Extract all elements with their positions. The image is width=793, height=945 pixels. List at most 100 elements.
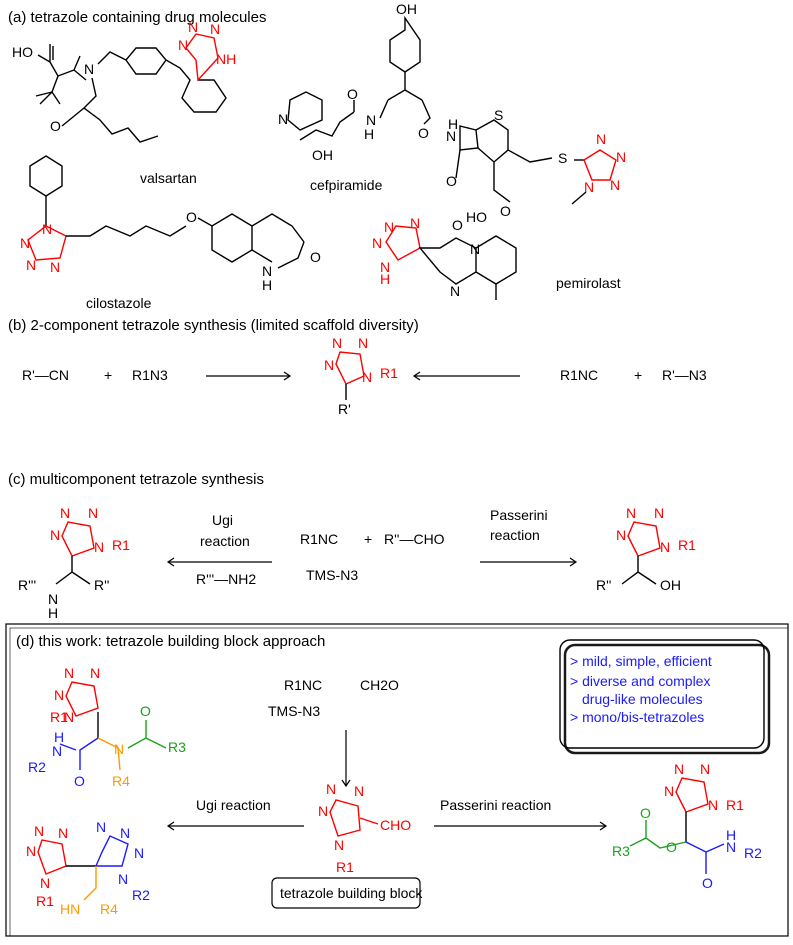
svg-text:N: N <box>334 837 344 853</box>
svg-text:N: N <box>596 131 606 147</box>
svg-text:R1: R1 <box>678 537 696 553</box>
svg-text:OH: OH <box>312 147 333 163</box>
c-ugi-label-2: reaction <box>200 533 250 549</box>
valsartan-label: valsartan <box>140 170 197 186</box>
b-plus-left: + <box>104 367 112 383</box>
svg-text:H: H <box>262 277 272 293</box>
svg-text:HO: HO <box>466 209 487 225</box>
svg-text:N: N <box>64 665 74 681</box>
building-block-label: tetrazole building block <box>280 885 423 901</box>
d-passerini-arrow <box>434 821 608 831</box>
svg-text:N: N <box>134 845 144 861</box>
svg-text:O: O <box>140 703 151 719</box>
svg-text:R'': R'' <box>596 577 611 593</box>
svg-text:N: N <box>42 221 52 237</box>
c-passerini-product: N N N N R1 R'' OH <box>596 505 696 593</box>
d-passerini-product: N N N N R1 O O R3 H N R2 O <box>612 761 762 891</box>
svg-text:OH: OH <box>396 1 417 17</box>
svg-text:N: N <box>64 709 74 725</box>
svg-text:N: N <box>26 257 36 273</box>
b-arrow-left <box>206 371 292 381</box>
svg-text:N: N <box>120 825 130 841</box>
d-passerini-label: Passerini reaction <box>440 797 551 813</box>
section-d-frame-shadow <box>9 627 789 937</box>
d-ugi-arrow <box>166 821 304 831</box>
svg-text:N: N <box>48 591 58 607</box>
svg-text:H: H <box>364 126 374 142</box>
svg-text:R1: R1 <box>336 859 354 875</box>
feature-box <box>559 639 765 749</box>
svg-text:R': R' <box>338 401 351 417</box>
svg-text:N: N <box>362 369 372 385</box>
feature-line-4: > mono/bis-tetrazoles <box>570 709 704 725</box>
building-block-cho: CHO <box>380 817 411 833</box>
svg-text:O: O <box>702 875 713 891</box>
svg-text:N: N <box>446 128 456 144</box>
svg-text:O: O <box>452 217 463 233</box>
svg-text:N: N <box>626 505 636 521</box>
svg-text:O: O <box>50 118 61 134</box>
svg-text:N: N <box>84 61 94 77</box>
feature-line-2: > diverse and complex <box>570 673 710 689</box>
section-c-title: (c) multicomponent tetrazole synthesis <box>8 471 264 488</box>
b-product-tetrazole: N N N N R1 R' <box>324 335 398 417</box>
svg-text:N: N <box>34 823 44 839</box>
svg-text:O: O <box>418 125 429 141</box>
svg-text:N: N <box>708 797 718 813</box>
svg-text:R1: R1 <box>112 537 130 553</box>
svg-text:N: N <box>118 871 128 887</box>
svg-text:O: O <box>446 173 457 189</box>
svg-text:N: N <box>366 112 376 128</box>
svg-text:H: H <box>448 116 458 132</box>
svg-text:O: O <box>500 203 511 219</box>
d-formaldehyde: CH2O <box>360 677 399 693</box>
svg-text:R1: R1 <box>36 893 54 909</box>
pemirolast-label: pemirolast <box>556 275 621 291</box>
svg-text:N: N <box>660 539 670 555</box>
svg-text:N: N <box>610 177 620 193</box>
c-isocyanide: R1NC <box>300 531 338 547</box>
svg-text:N: N <box>54 687 64 703</box>
svg-text:N: N <box>358 335 368 351</box>
svg-text:H: H <box>380 271 390 287</box>
svg-text:R3: R3 <box>612 843 630 859</box>
feature-line-1: > mild, simple, efficient <box>570 653 712 669</box>
section-a-title: (a) tetrazole containing drug molecules <box>8 9 266 26</box>
svg-text:N: N <box>52 743 62 759</box>
svg-text:R1: R1 <box>380 365 398 381</box>
c-ugi-label: Ugi <box>212 512 233 528</box>
svg-text:S: S <box>494 107 503 123</box>
svg-text:O: O <box>310 249 321 265</box>
svg-text:N: N <box>58 825 68 841</box>
svg-text:N: N <box>210 21 220 37</box>
svg-text:N: N <box>114 741 124 757</box>
svg-text:R2: R2 <box>744 845 762 861</box>
c-ugi-arrow <box>166 557 272 567</box>
svg-text:N: N <box>616 149 626 165</box>
c-passerini-arrow <box>480 557 578 567</box>
c-passerini-label: Passerini <box>490 507 548 523</box>
svg-text:N: N <box>410 215 420 231</box>
d-ugi-label: Ugi reaction <box>196 797 271 813</box>
svg-text:R1: R1 <box>50 709 68 725</box>
b-plus-right: + <box>634 367 642 383</box>
svg-text:N: N <box>324 357 334 373</box>
svg-text:N: N <box>188 19 198 35</box>
svg-text:H: H <box>54 729 64 745</box>
svg-text:R'': R'' <box>94 577 109 593</box>
svg-text:O: O <box>186 209 197 225</box>
svg-text:R3: R3 <box>168 739 186 755</box>
d-down-arrow <box>341 730 351 788</box>
c-ugi-product: N N N N R1 R''' N H R'' <box>18 505 130 621</box>
c-passerini-label-2: reaction <box>490 527 540 543</box>
d-isocyanide: R1NC <box>284 677 322 693</box>
svg-text:H: H <box>48 605 58 621</box>
svg-text:R2: R2 <box>28 759 46 775</box>
b-organic-azide: R1N3 <box>132 367 168 383</box>
svg-text:R''': R''' <box>18 577 36 593</box>
svg-text:N: N <box>470 241 480 257</box>
svg-text:N: N <box>318 803 328 819</box>
svg-text:O: O <box>640 805 651 821</box>
